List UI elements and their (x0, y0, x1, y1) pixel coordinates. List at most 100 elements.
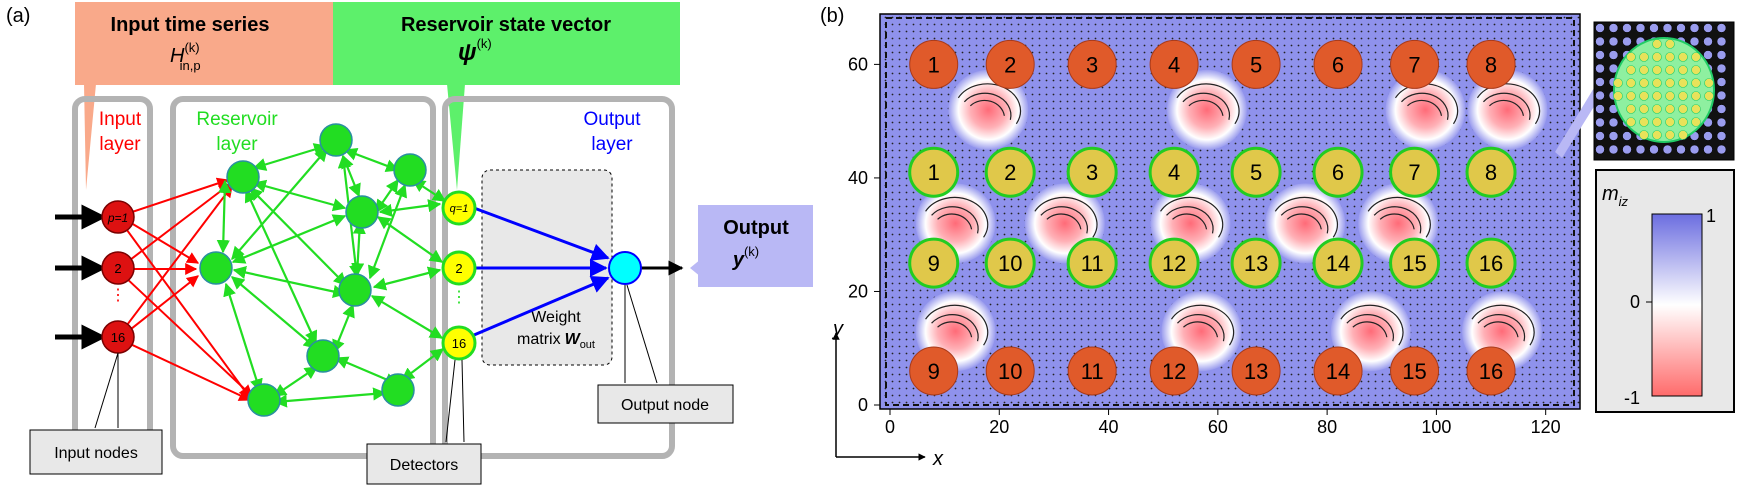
input-node-b-5 (1231, 39, 1281, 89)
inset-detector-cell (1665, 104, 1675, 114)
detector-node-b-label: 1 (928, 160, 940, 185)
skyrmion-swirl (1483, 321, 1519, 338)
reservoir-nodes (199, 123, 427, 417)
inset-detector-cell (1639, 130, 1649, 140)
reservoir-state-title: Reservoir state vector (401, 14, 611, 36)
zoom-detector-region (1613, 37, 1715, 143)
inset-cell (1716, 63, 1727, 74)
skyrmion-swirl (969, 99, 1005, 116)
output-node-callout-label: Output node (621, 397, 709, 414)
inset-cell (1595, 104, 1605, 114)
inset-detector-cell (1665, 91, 1675, 101)
detector-node-b-label: 12 (1162, 251, 1186, 276)
input-node-16-label: 16 (111, 330, 125, 345)
weight-matrix-label-1: Weight (531, 309, 581, 326)
detector-node-b-13 (1230, 237, 1282, 289)
reservoir-node (319, 123, 353, 157)
output-layer-label-1: Output (583, 109, 641, 130)
reservoir-node (226, 160, 260, 194)
input-node-1-label: p=1 (107, 211, 128, 225)
skyrmion-swirl (1352, 321, 1388, 338)
inset-detector-cell (1652, 52, 1662, 62)
input-node-b-4 (1149, 39, 1199, 89)
inset-detector-cell (1691, 104, 1701, 114)
detector-node-group: q=1 2 ⋮ 16 (441, 190, 477, 361)
y-tick-label: 60 (848, 54, 868, 74)
reservoir-node (338, 273, 372, 307)
input-node-b-label: 10 (998, 359, 1022, 384)
detectors-pointer-line (461, 359, 465, 443)
inset-detector-cell (1626, 78, 1636, 88)
skyrmion-swirl (1040, 206, 1088, 234)
skyrmion-swirl (1373, 206, 1422, 234)
inset-detector-cell (1691, 78, 1701, 88)
skyrmion-swirl (1476, 83, 1541, 125)
detector-node-b-7 (1389, 146, 1441, 198)
skyrmion-swirl (1183, 321, 1219, 338)
reservoir-node (393, 153, 427, 187)
inset-detector-cell (1678, 52, 1688, 62)
skyrmion-swirl (1046, 213, 1082, 230)
input-node-b-14 (1313, 346, 1363, 396)
x-tick-label: 20 (989, 417, 1009, 437)
inset-cell (1716, 131, 1727, 141)
x-tick-label: 0 (885, 417, 895, 437)
detector-node-b-8 (1465, 146, 1517, 198)
input-node-b-label: 12 (1162, 359, 1186, 384)
inset-detector-cell (1626, 52, 1636, 62)
skyrmion-swirl (1280, 206, 1329, 234)
detector-node-16-label: 16 (452, 336, 466, 351)
inset-detector-cell (1652, 117, 1662, 127)
detector-node-b-label: 16 (1479, 251, 1503, 276)
input-series-banner (75, 2, 333, 85)
inset-cell (1703, 36, 1713, 47)
inset-cell (1649, 144, 1659, 155)
reservoir-layer-label-2: layer (216, 134, 258, 155)
detector-node-b-6 (1312, 146, 1364, 198)
input-node-b-label: 13 (1244, 359, 1268, 384)
inset-detector-cell (1639, 65, 1649, 75)
inset-cell (1689, 36, 1700, 47)
skyrmion-swirl (1286, 213, 1322, 230)
detectors-callout-label: Detectors (390, 457, 458, 474)
detector-node-b-14 (1312, 237, 1364, 289)
skyrmion-swirl (937, 213, 973, 230)
skyrmion-swirl (1177, 314, 1225, 342)
output-node (608, 251, 642, 285)
detector-node-ellipsis: ⋮ (451, 289, 467, 306)
inset-cell (1608, 36, 1619, 47)
detector-node-1 (441, 190, 477, 226)
skyrmion-swirl (925, 304, 989, 346)
inset-cell (1716, 50, 1727, 60)
skyrmion-swirl (925, 196, 989, 238)
inset-detector-cell (1691, 117, 1701, 127)
inset-cell (1595, 90, 1605, 101)
input-series-symbol: H(k)in,p (170, 40, 201, 73)
colorbar-label: miz (1602, 183, 1629, 209)
inset-detector-cell (1626, 65, 1636, 75)
skyrmion-swirl (1182, 92, 1231, 120)
inset-cell (1635, 144, 1646, 155)
inset-cell (1716, 104, 1727, 114)
skyrmion-swirl (1379, 213, 1415, 230)
inset-cell (1608, 50, 1619, 60)
input-node-b-label: 3 (1086, 52, 1098, 77)
skyrmion-swirl (937, 321, 973, 338)
output-node-pointer-line (626, 284, 658, 384)
detector-node-b-label: 8 (1485, 160, 1497, 185)
skyrmion-swirl (1471, 304, 1535, 346)
inset-detector-cell (1704, 78, 1714, 88)
skyrmion-swirl (963, 92, 1012, 120)
input-node-b-label: 15 (1402, 359, 1426, 384)
detector-node-2-label: 2 (455, 261, 462, 276)
detector-node-b-5 (1230, 146, 1282, 198)
inset-cell (1595, 131, 1605, 141)
input-node-b-label: 16 (1479, 359, 1503, 384)
input-connections (123, 177, 253, 401)
inset-detector-cell (1678, 130, 1688, 140)
detectors-callout (366, 443, 482, 485)
colorbar-max: 1 (1706, 206, 1716, 226)
reservoir-node (345, 195, 379, 229)
